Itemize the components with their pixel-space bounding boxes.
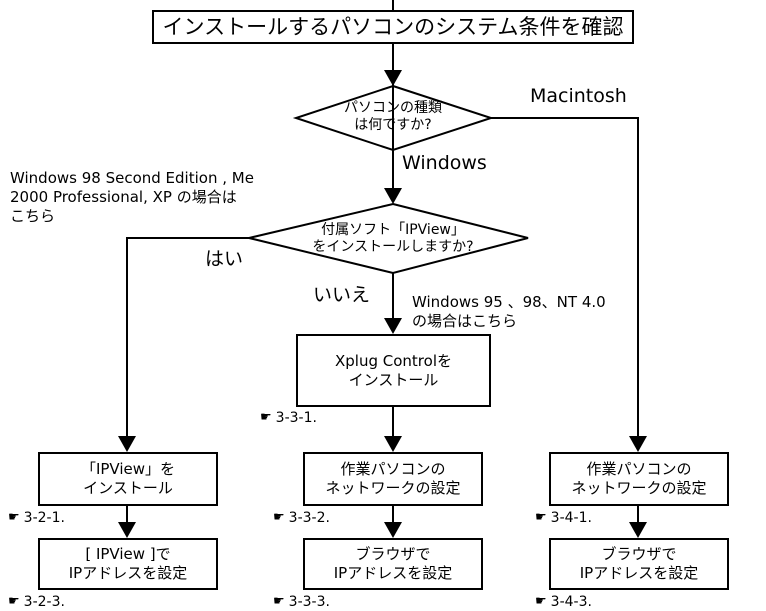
box-browser-windows: ブラウザで IPアドレスを設定: [303, 538, 483, 590]
pointing-hand-icon: ☛: [273, 594, 285, 609]
arrowhead: [629, 522, 647, 538]
box-ipview-install: 「IPView」を インストール: [38, 452, 218, 506]
ref-3-4-3[interactable]: ☛ 3-4-3.: [535, 594, 592, 610]
pointing-hand-icon: ☛: [273, 510, 285, 525]
ref-3-2-1[interactable]: ☛ 3-2-1.: [8, 510, 65, 526]
arrowhead: [384, 318, 402, 334]
title-box: インストールするパソコンのシステム条件を確認: [152, 10, 634, 44]
pointing-hand-icon: ☛: [8, 510, 20, 525]
label-yes: はい: [205, 248, 244, 270]
title-text: インストールするパソコンのシステム条件を確認: [162, 14, 624, 39]
decision-pc-text: パソコンの種類 は何ですか?: [344, 100, 442, 133]
decision-ipview-text: 付属ソフト「IPView」 をインストールしますか?: [312, 222, 474, 255]
connector-yes: [126, 237, 249, 440]
label-windows: Windows: [402, 152, 487, 174]
arrowhead: [384, 522, 402, 538]
label-no: いいえ: [313, 284, 371, 306]
ref-3-2-3[interactable]: ☛ 3-2-3.: [8, 594, 65, 610]
arrowhead: [118, 436, 136, 452]
box-xplug-install: Xplug Controlを インストール: [296, 334, 491, 407]
pointing-hand-icon: ☛: [535, 510, 547, 525]
ref-3-4-1[interactable]: ☛ 3-4-1.: [535, 510, 592, 526]
pointing-hand-icon: ☛: [535, 594, 547, 609]
ref-3-3-2[interactable]: ☛ 3-3-2.: [273, 510, 330, 526]
arrowhead: [629, 436, 647, 452]
arrowhead: [384, 188, 402, 204]
pointing-hand-icon: ☛: [260, 410, 272, 425]
ref-3-3-3[interactable]: ☛ 3-3-3.: [273, 594, 330, 610]
box-browser-mac: ブラウザで IPアドレスを設定: [549, 538, 729, 590]
box-net-mac: 作業パソコンの ネットワークの設定: [549, 452, 729, 506]
box-ipview-set-ip: [ IPView ]で IPアドレスを設定: [38, 538, 218, 590]
label-macintosh: Macintosh: [530, 85, 627, 107]
box-net-windows: 作業パソコンの ネットワークの設定: [303, 452, 483, 506]
note-new-windows: Windows 98 Second Edition , Me 2000 Prof…: [10, 169, 254, 225]
ref-3-3-1[interactable]: ☛ 3-3-1.: [260, 410, 317, 426]
arrowhead: [118, 522, 136, 538]
pointing-hand-icon: ☛: [8, 594, 20, 609]
note-old-windows: Windows 95 、98、NT 4.0 の場合はこちら: [412, 293, 606, 330]
connector-pc-to-mac: [491, 117, 639, 440]
arrowhead: [384, 436, 402, 452]
